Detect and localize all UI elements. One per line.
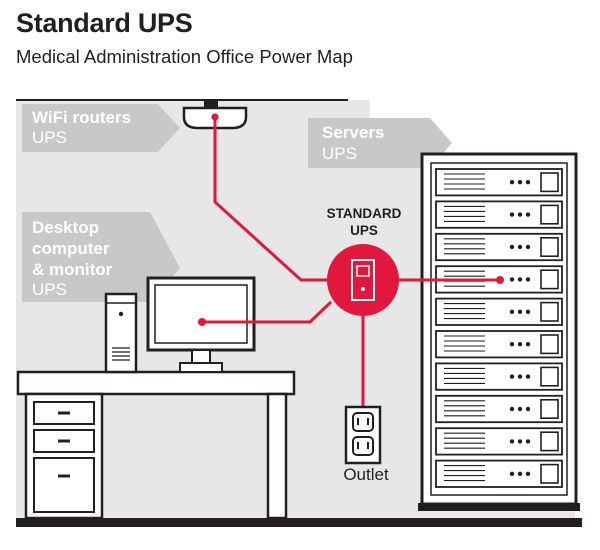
server-unit [435,330,563,359]
server-unit [435,362,563,391]
desktop-label: Desktop computer & monitor UPS [22,212,180,302]
desktop-label-tag: UPS [32,280,67,299]
server-unit [435,297,563,326]
floor-line [16,518,582,527]
cable-to-desktop [202,300,333,324]
server-unit [435,200,563,229]
power-cables [198,118,504,416]
wall-outlet-icon [344,405,382,465]
server-rack-icon [418,152,580,511]
desk-icon [16,370,296,520]
desktop-label-line3: & monitor [32,260,113,279]
server-unit [435,168,563,197]
servers-label: Servers UPS [308,118,452,168]
outlet-label: Outlet [343,465,389,484]
desktop-tower-icon [104,292,138,374]
ups-label-line1: STANDARD [327,206,402,221]
server-unit [435,459,563,488]
wifi-routers-label: WiFi routers UPS [22,104,180,152]
desktop-label-line2: computer [32,239,110,258]
servers-label-name: Servers [322,123,384,142]
servers-label-tag: UPS [322,144,357,163]
wifi-routers-label-tag: UPS [32,128,67,147]
server-unit [435,394,563,424]
desktop-label-line1: Desktop [32,218,99,237]
ups-label-line2: UPS [350,223,378,238]
page-title: Standard UPS [16,8,193,38]
wifi-routers-label-name: WiFi routers [32,108,131,127]
server-unit [435,427,563,456]
page-subtitle: Medical Administration Office Power Map [16,46,353,67]
cable-to-wifi-router [213,118,331,282]
ups-icon [327,244,399,316]
server-unit [435,232,563,262]
monitor-icon [146,276,256,373]
